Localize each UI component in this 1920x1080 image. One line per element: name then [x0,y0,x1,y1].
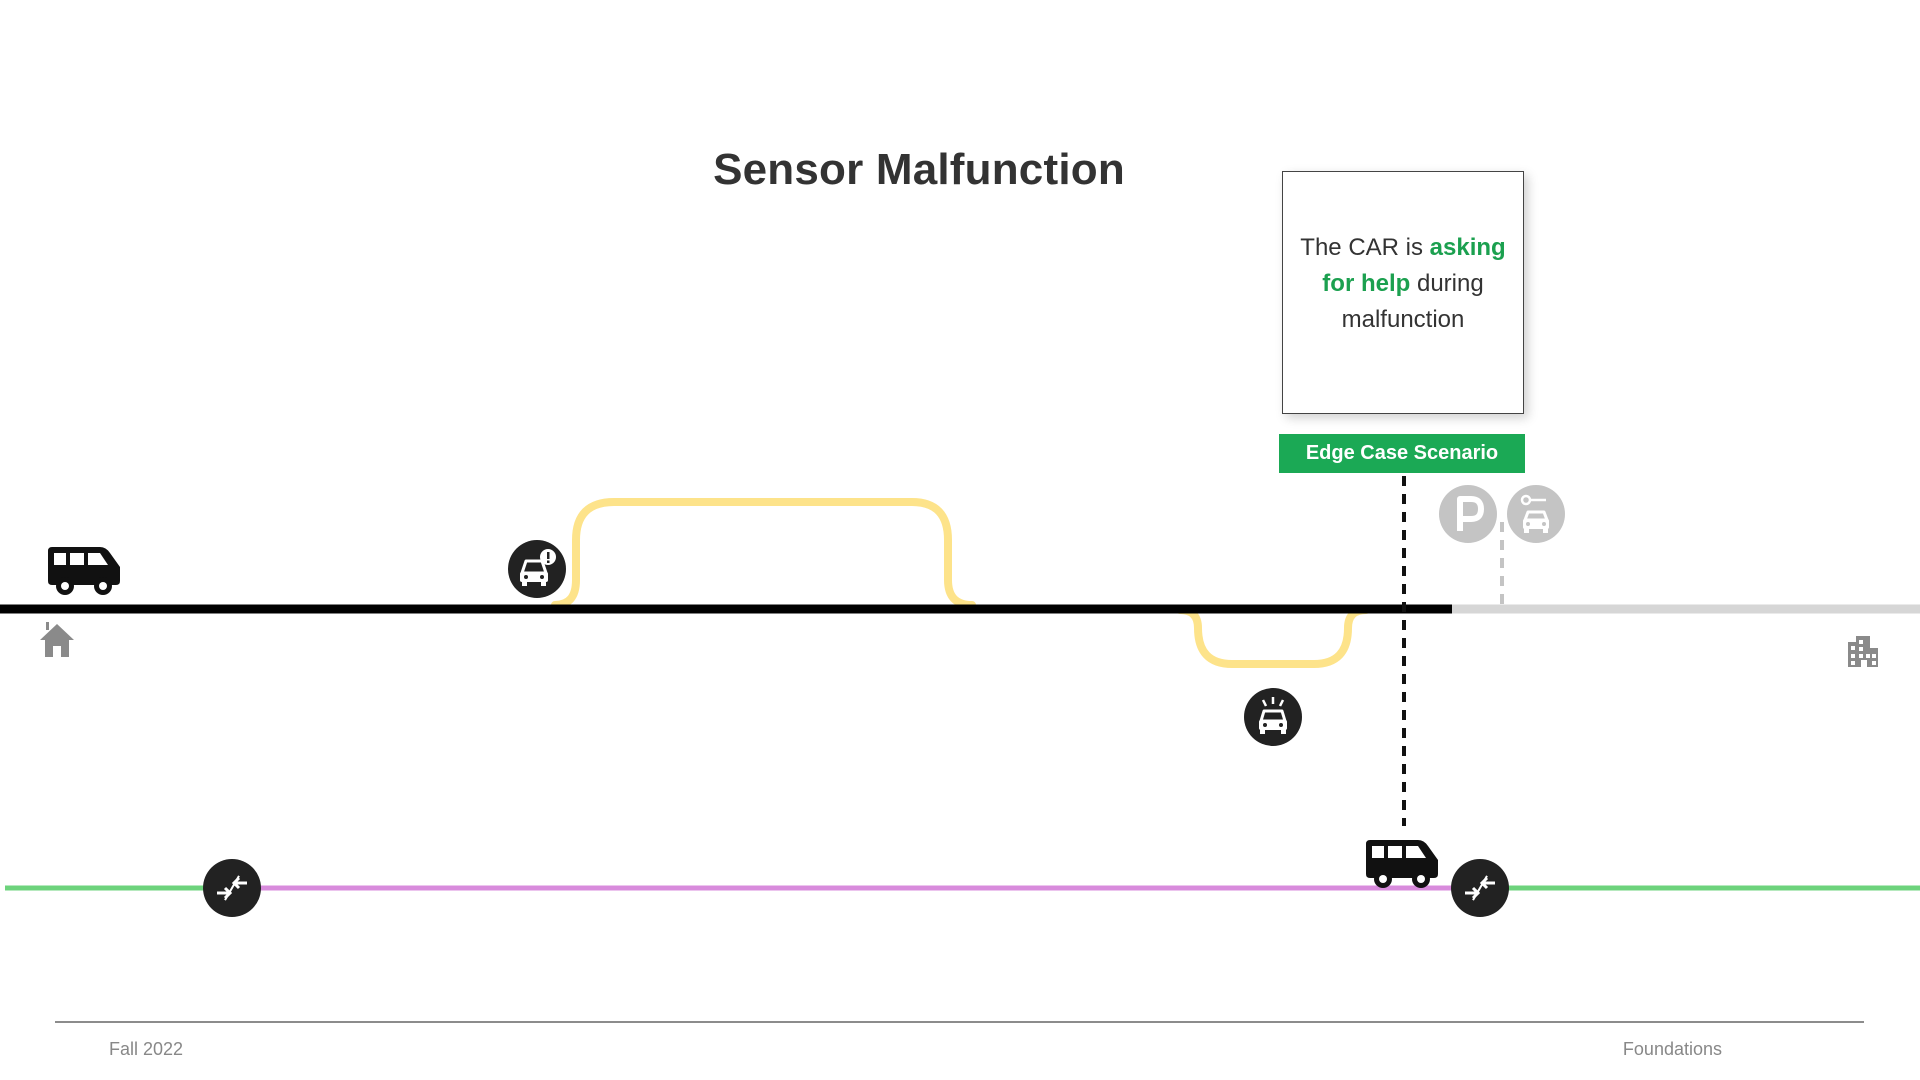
scenario-note-card: The CAR is asking for help during malfun… [1282,171,1524,414]
van-icon [48,547,120,595]
parking-icon [1439,485,1497,543]
car-siren-icon [1244,688,1302,746]
home-icon [40,622,74,657]
merge-icon [1451,859,1509,917]
scenario-note-text: The CAR is asking for help during malfun… [1291,230,1515,338]
building-icon [1848,636,1878,667]
note-prefix: The CAR is [1300,234,1430,261]
detour-path-lower [1176,606,1370,668]
footer-divider [55,1021,1864,1023]
car-charging-icon [1507,485,1565,543]
note-suffix: during malfunction [1341,270,1484,333]
detour-path-upper [551,498,976,609]
footer-course: Foundations [1622,1039,1722,1059]
car-alert-icon [508,540,566,598]
page-title: Sensor Malfunction [713,145,1125,194]
footer-date: Fall 2022 [109,1039,184,1059]
edge-case-tag: Edge Case Scenario [1279,434,1525,473]
van-icon [1366,840,1438,888]
note-highlight: asking for help [1322,234,1506,297]
merge-icon [203,859,261,917]
